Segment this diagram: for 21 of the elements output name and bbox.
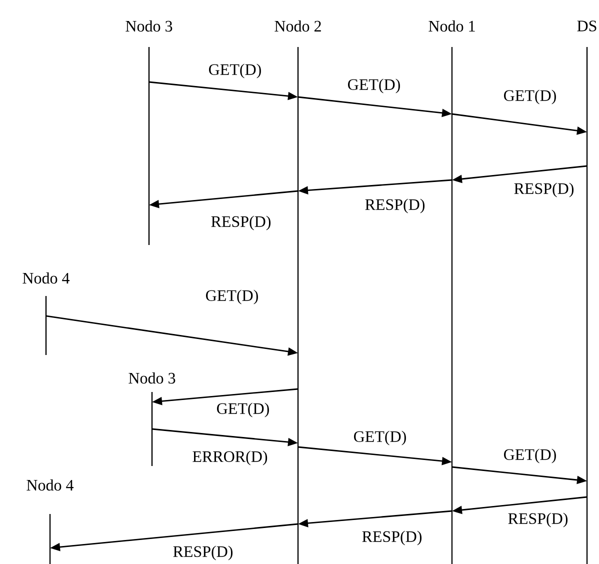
lifeline: Nodo 1 bbox=[428, 20, 475, 564]
edge-label: RESP(D) bbox=[360, 530, 424, 546]
lifeline: Nodo 3 bbox=[128, 372, 176, 466]
edge-label: RESP(D) bbox=[172, 544, 234, 562]
edge-label: RESP(D) bbox=[506, 512, 570, 528]
edge-label: GET(D) bbox=[215, 402, 271, 418]
edge-label: GET(D) bbox=[204, 288, 260, 306]
edge-label: GET(D) bbox=[502, 448, 558, 464]
edge-label: GET(D) bbox=[346, 78, 402, 94]
lifeline: Nodo 3 bbox=[126, 20, 172, 245]
lifeline: DS bbox=[577, 20, 596, 564]
edge-label: ERROR(D) bbox=[191, 450, 269, 466]
edge-label: RESP(D) bbox=[364, 198, 426, 214]
edge-label: RESP(D) bbox=[512, 182, 576, 198]
lifeline: Nodo 4 bbox=[22, 272, 70, 355]
edge-label: GET(D) bbox=[207, 62, 263, 80]
lifeline: Nodo 2 bbox=[274, 20, 321, 564]
edge-label: RESP(D) bbox=[210, 214, 272, 232]
edge-label: GET(D) bbox=[352, 430, 408, 446]
lifeline: Nodo 4 bbox=[26, 479, 74, 564]
edge-label: GET(D) bbox=[502, 88, 558, 106]
